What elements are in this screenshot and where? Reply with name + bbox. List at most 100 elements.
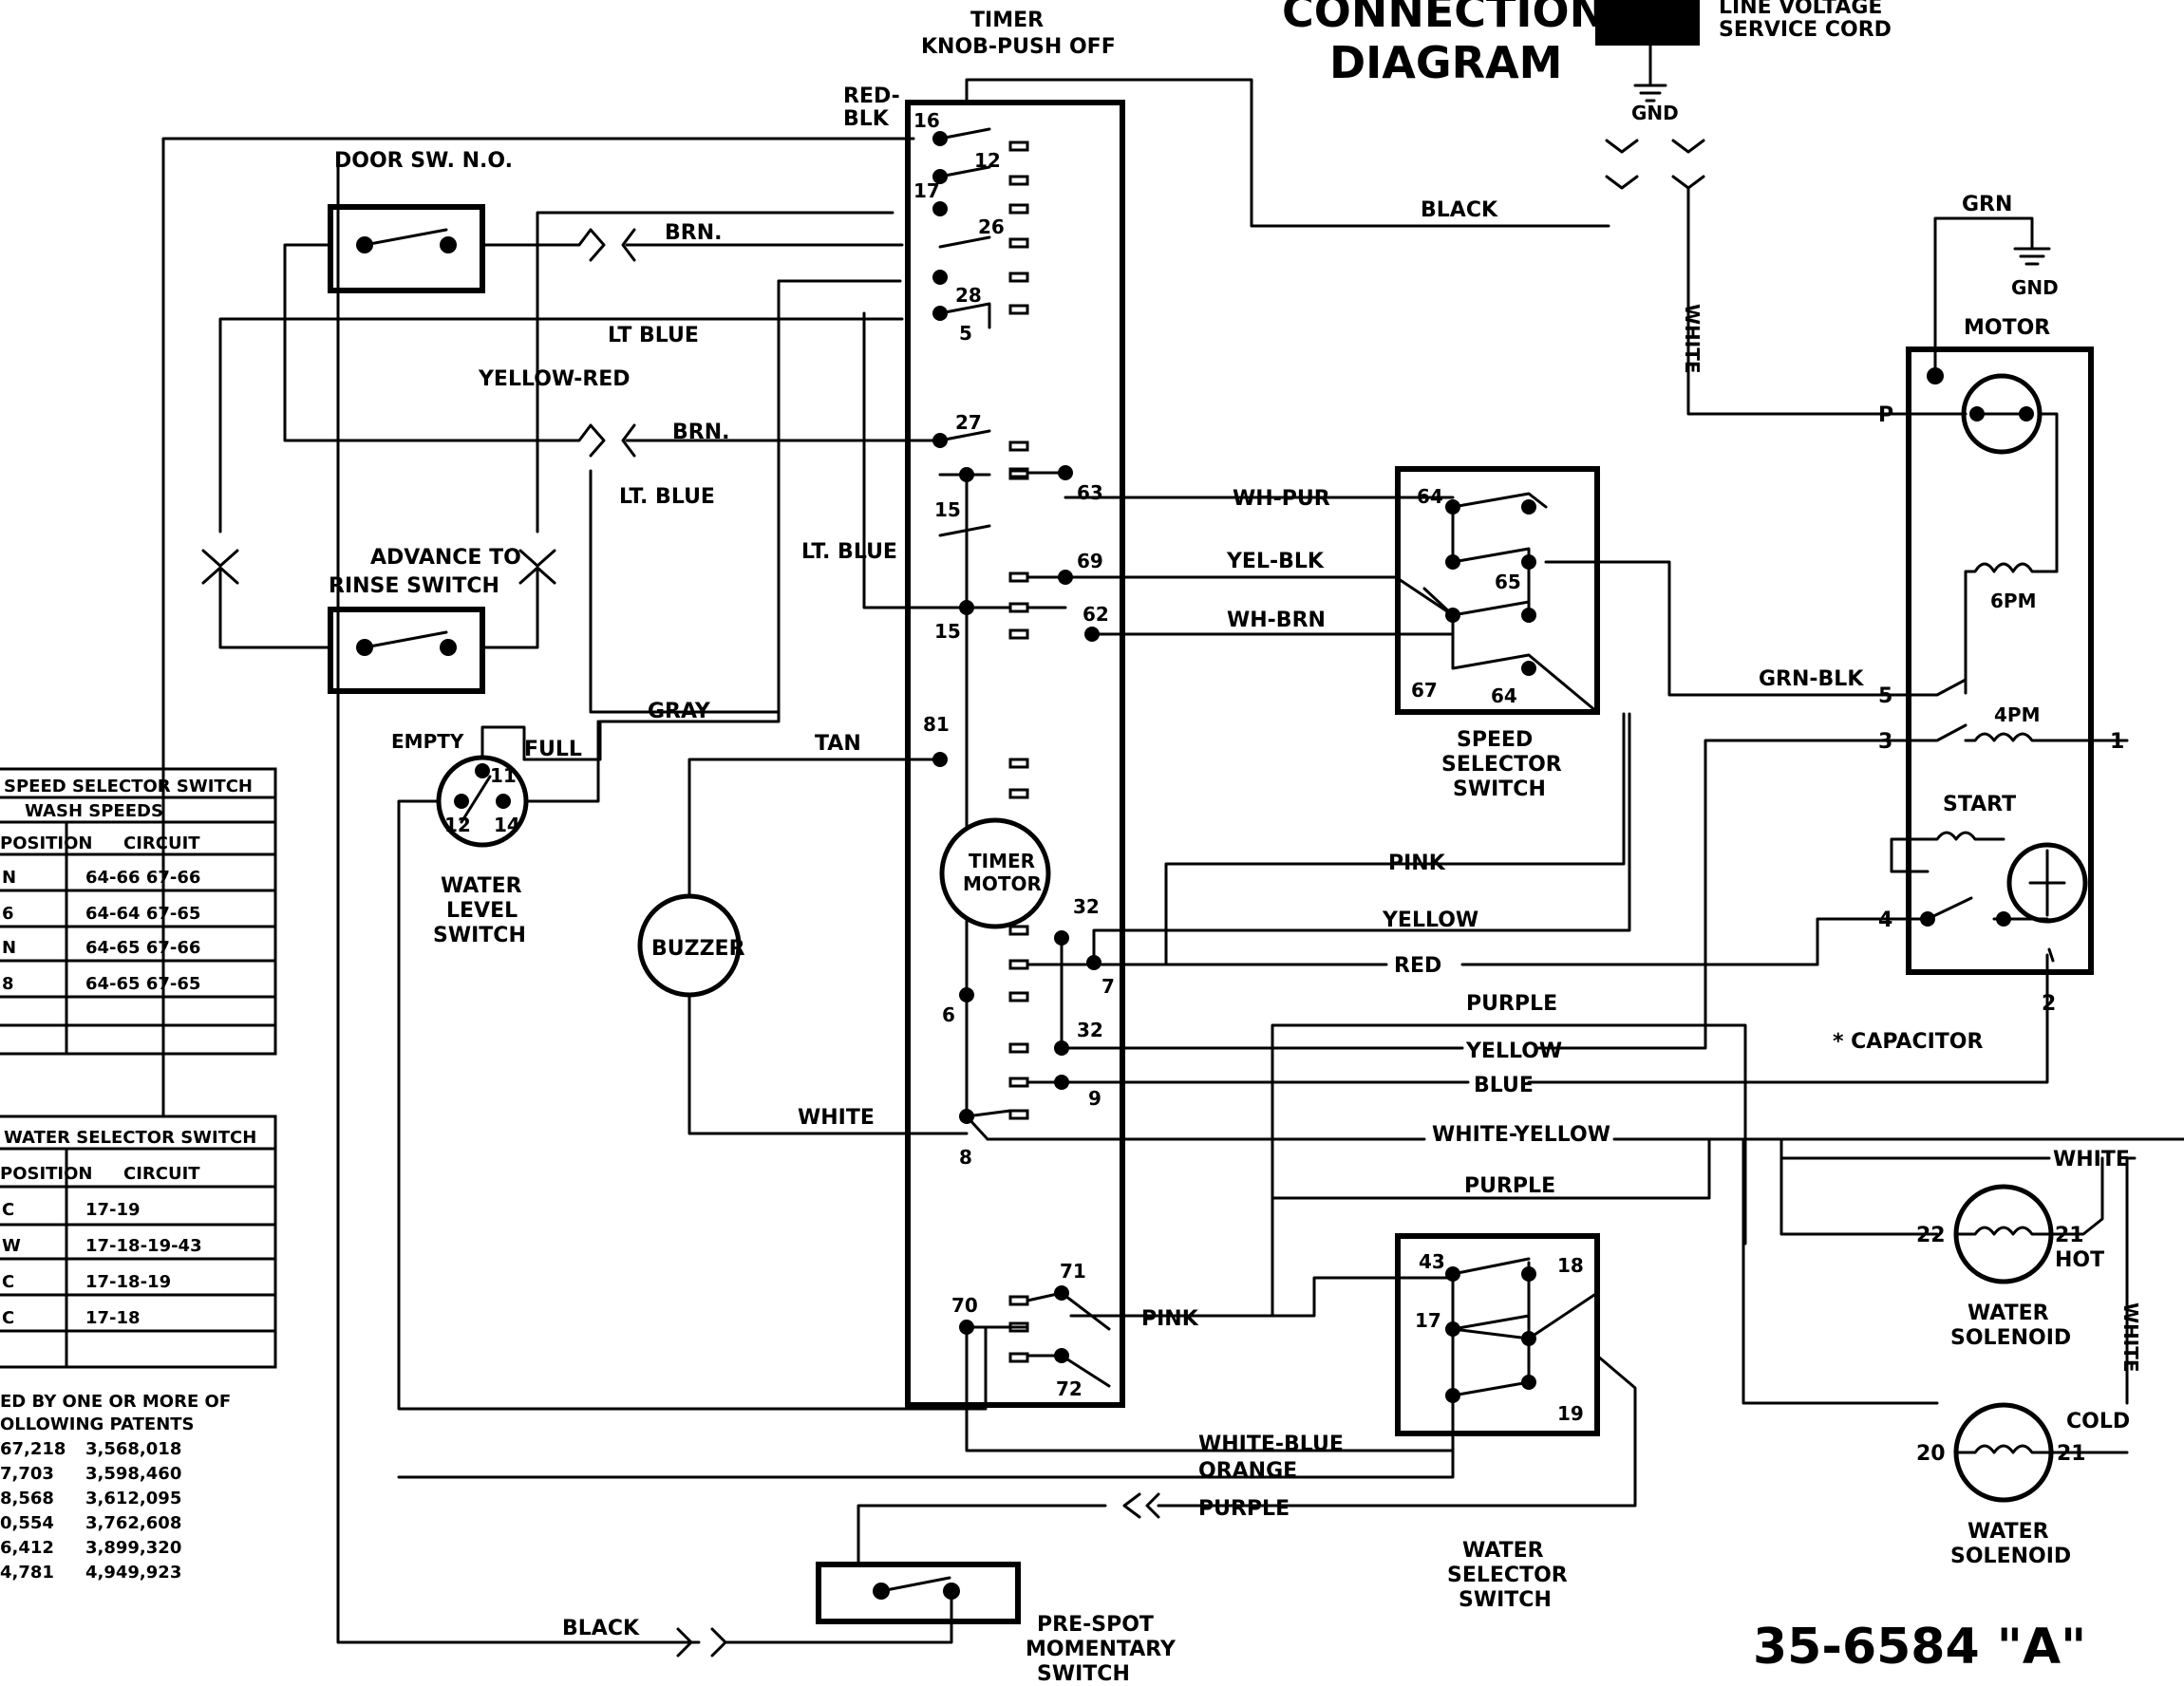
motor-ground-node — [1927, 367, 1944, 384]
advance-to-rinse-switch: ADVANCE TO RINSE SWITCH — [328, 546, 521, 694]
wire-black-top — [965, 78, 1610, 228]
terminal-63: 63 — [1077, 481, 1103, 504]
advance-switch-contact — [440, 639, 457, 656]
terminal-26: 26 — [978, 215, 1005, 238]
wire-purple-1 — [1271, 1023, 1747, 1318]
motor-ground-wire — [1933, 216, 2051, 378]
water-row-3-circuit: 17-18-19 — [85, 1272, 171, 1292]
water-node-6 — [1521, 1375, 1536, 1390]
water-node-4 — [1521, 1331, 1536, 1346]
solenoid-hot-label: HOT — [2055, 1248, 2104, 1272]
water-node-2 — [1521, 1266, 1536, 1282]
line-voltage-label-2: SERVICE CORD — [1719, 18, 1892, 42]
motor-protector-l — [1969, 406, 1985, 422]
wire-yel-blk — [1064, 575, 1455, 617]
water-level-contact-12 — [454, 794, 469, 809]
water-table-col1: POSITION — [0, 1164, 93, 1184]
solenoid-terminal-21b: 21 — [2057, 1442, 2086, 1466]
speed-node-6 — [1521, 608, 1536, 623]
timer-contact-16 — [932, 131, 948, 146]
timer-contact-28a — [932, 270, 948, 285]
water-level-empty: EMPTY — [391, 730, 464, 753]
pre-spot-blade — [879, 1576, 951, 1593]
water-level-t14: 14 — [494, 814, 520, 836]
pre-spot-box — [816, 1562, 1021, 1624]
terminal-72: 72 — [1056, 1377, 1083, 1400]
advance-switch-box — [328, 607, 485, 694]
solenoid-terminal-21a: 21 — [2055, 1224, 2084, 1247]
wire-purple-2 — [1271, 1137, 1711, 1200]
wire-label-black-top: BLACK — [1421, 198, 1498, 222]
motor-5-3-leads — [1897, 678, 1967, 742]
speed-selector-label-3: SWITCH — [1453, 777, 1546, 801]
wire-label-brn-2: BRN. — [672, 421, 729, 444]
motor-capacitor-label: * CAPACITOR — [1833, 1030, 1984, 1054]
red-blk-label-1: RED- — [843, 84, 900, 108]
water-selector-switch: 43 18 17 19 WATER SELECTOR SWITCH — [1395, 1233, 1600, 1612]
wire-label-yellow-1: YELLOW — [1382, 909, 1478, 932]
timer-box — [905, 100, 1125, 1408]
wire-label-lt-blue-2: LT. BLUE — [619, 485, 715, 509]
wire-cord-white — [1686, 186, 1901, 416]
speed-terminal-64b: 64 — [1491, 684, 1517, 707]
door-switch-pivot — [356, 236, 373, 253]
wire-label-white: WHITE — [798, 1106, 875, 1130]
timer-internal-stubs — [1026, 471, 1067, 609]
wire-label-lt-blue-3: LT. BLUE — [801, 540, 897, 564]
pre-spot-label-2: MOMENTARY — [1026, 1638, 1177, 1661]
patent-row-5-a: 6,412 — [0, 1538, 54, 1558]
hot-solenoid-name-1: WATER — [1967, 1302, 2049, 1325]
wire-door-feed — [161, 137, 915, 1118]
part-number: 35-6584 "A" — [1753, 1619, 2086, 1676]
pre-spot-switch: BLACK PRE-SPOT MOMENTARY SWITCH — [336, 161, 1177, 1686]
wire-hot-feed — [1779, 1137, 1939, 1236]
speed-terminal-65: 65 — [1495, 571, 1521, 593]
wire-yellow-red — [480, 211, 894, 649]
service-cord-plug — [1595, 0, 1700, 46]
wire-purple-3 — [1122, 1354, 1637, 1519]
speed-row-2-pos: 6 — [2, 904, 14, 924]
water-level-leads — [480, 720, 600, 803]
patents-line-1: ED BY ONE OR MORE OF — [0, 1392, 231, 1412]
wire-water-level-return — [397, 799, 988, 1411]
patent-row-6-b: 4,949,923 — [85, 1563, 181, 1583]
wire-pink-1 — [1164, 712, 1626, 965]
water-selector-table: WATER SELECTOR SWITCH POSITION CIRCUIT C… — [0, 1115, 277, 1369]
speed-node-7 — [1521, 661, 1536, 676]
motor-centrifugal-mark — [2028, 849, 2066, 917]
wire-red — [1060, 917, 1901, 966]
terminal-5: 5 — [959, 322, 972, 345]
buzzer: BUZZER TAN WHITE — [637, 732, 969, 1135]
wire-label-orange: ORANGE — [1198, 1459, 1297, 1483]
motor-label: MOTOR — [1964, 316, 2050, 340]
speed-selector-contacts — [1422, 492, 1599, 714]
motor-start-winding — [1890, 831, 2005, 873]
timer: TIMER KNOB-PUSH OFF RED- BLK — [843, 9, 1125, 1408]
timer-lower-contacts — [965, 936, 1111, 1388]
speed-selector-switch: 64 65 67 64 SPEED SELECTOR SWITCH — [1395, 466, 1600, 801]
wire-label-grn-blk: GRN-BLK — [1759, 667, 1864, 691]
water-level-switch: EMPTY FULL 11 12 14 WATER LEVEL SWITCH — [391, 720, 988, 1411]
cord-ground-symbol — [1633, 44, 1667, 103]
water-table-grid — [0, 1115, 277, 1369]
water-level-contact-11 — [475, 763, 490, 778]
wire-gray — [522, 279, 781, 761]
motor-terminal-2: 2 — [2042, 992, 2056, 1016]
terminal-69: 69 — [1077, 550, 1103, 572]
water-table-col2: CIRCUIT — [123, 1164, 200, 1184]
wire-brn-1 — [480, 228, 904, 262]
water-level-t11: 11 — [490, 764, 517, 787]
terminal-32a: 32 — [1073, 895, 1100, 918]
terminal-15a: 15 — [934, 498, 961, 521]
motor-4pm-winding — [1964, 732, 2091, 742]
speed-node-1 — [1445, 499, 1460, 515]
cold-solenoid-name-2: SOLENOID — [1950, 1545, 2071, 1568]
speed-table-col1: POSITION — [0, 834, 93, 853]
wire-label-purple-3: PURPLE — [1198, 1497, 1290, 1521]
speed-node-3 — [1445, 554, 1460, 570]
terminal-32b: 32 — [1077, 1019, 1103, 1041]
speed-row-4-circuit: 64-65 67-65 — [85, 974, 200, 994]
speed-selector-label-1: SPEED — [1457, 728, 1533, 752]
water-selector-box — [1395, 1233, 1600, 1436]
speed-node-4 — [1521, 554, 1536, 570]
